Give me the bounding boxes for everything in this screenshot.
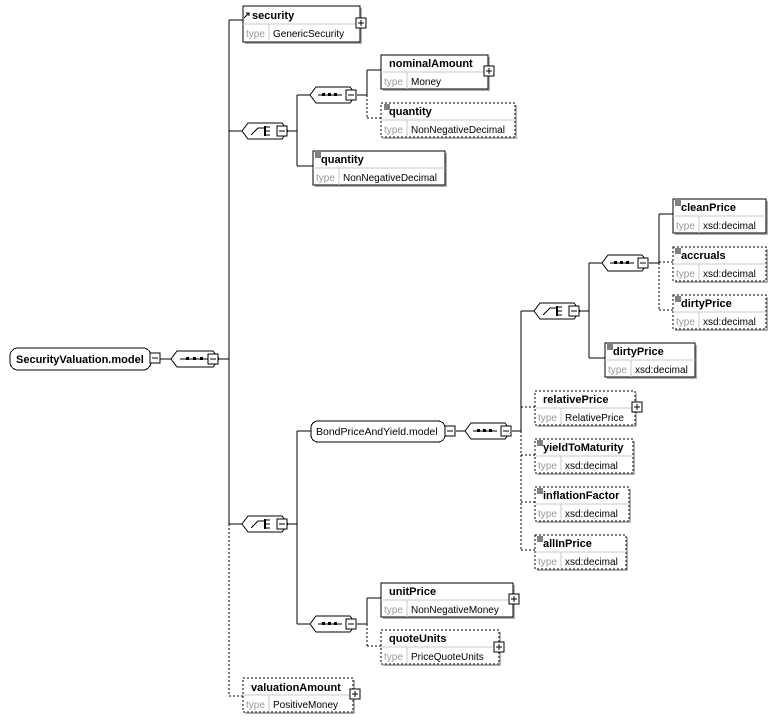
svg-text:type: type (676, 317, 695, 328)
svg-text:type: type (384, 125, 403, 136)
svg-text:type: type (384, 605, 403, 616)
expand-icon[interactable] (631, 401, 643, 413)
svg-text:type: type (246, 700, 265, 711)
expand-icon[interactable] (493, 641, 505, 653)
svg-text:xsd:decimal: xsd:decimal (703, 317, 756, 328)
svg-text:cleanPrice: cleanPrice (681, 202, 736, 214)
root-name: SecurityValuation.model (16, 354, 144, 366)
svg-text:PriceQuoteUnits: PriceQuoteUnits (411, 652, 484, 663)
choice-compositor-icon[interactable] (241, 515, 289, 533)
svg-text:inflationFactor: inflationFactor (543, 490, 620, 502)
sequence-compositor-icon[interactable] (170, 350, 220, 368)
sequence-compositor-icon[interactable] (464, 422, 512, 440)
connector-lines (160, 19, 673, 697)
element-quote-units[interactable]: quoteUnits type PriceQuoteUnits (380, 629, 501, 666)
svg-text:quantity: quantity (321, 154, 365, 166)
svg-text:quantity: quantity (389, 106, 433, 118)
expand-icon[interactable] (483, 65, 495, 77)
svg-text:type: type (676, 221, 695, 232)
svg-text:dirtyPrice: dirtyPrice (613, 346, 664, 358)
svg-text:NonNegativeDecimal: NonNegativeDecimal (343, 173, 437, 184)
svg-text:type: type (608, 365, 627, 376)
svg-text:PositiveMoney: PositiveMoney (273, 700, 338, 711)
choice-compositor-icon[interactable] (533, 302, 581, 320)
choice-compositor-icon[interactable] (241, 122, 289, 140)
svg-text:valuationAmount: valuationAmount (251, 682, 341, 694)
svg-text:xsd:decimal: xsd:decimal (703, 221, 756, 232)
expand-icon[interactable] (508, 593, 520, 605)
element-quantity-optional[interactable]: quantity type NonNegativeDecimal (380, 102, 517, 139)
element-dirty-price-optional[interactable]: dirtyPrice type xsd:decimal (672, 294, 768, 331)
svg-text:type: type (538, 509, 557, 520)
root-group-node[interactable]: SecurityValuation.model (9, 347, 152, 371)
element-accruals[interactable]: accruals type xsd:decimal (672, 246, 768, 283)
element-valuation-amount[interactable]: valuationAmount type PositiveMoney (242, 677, 355, 714)
element-nominal-amount[interactable]: nominalAmount type Money (380, 54, 490, 91)
svg-text:dirtyPrice: dirtyPrice (681, 298, 732, 310)
element-all-in-price[interactable]: allInPrice type xsd:decimal (534, 534, 628, 571)
svg-text:relativePrice: relativePrice (543, 394, 608, 406)
svg-text:GenericSecurity: GenericSecurity (273, 29, 344, 40)
element-inflation-factor[interactable]: inflationFactor type xsd:decimal (534, 486, 631, 523)
svg-text:RelativePrice: RelativePrice (565, 413, 624, 424)
svg-text:allInPrice: allInPrice (543, 538, 592, 550)
element-dirty-price[interactable]: dirtyPrice type xsd:decimal (604, 342, 697, 379)
svg-text:unitPrice: unitPrice (389, 586, 436, 598)
svg-text:xsd:decimal: xsd:decimal (703, 269, 756, 280)
element-security[interactable]: security type GenericSecurity (242, 5, 362, 44)
expand-icon[interactable] (355, 17, 367, 29)
svg-text:xsd:decimal: xsd:decimal (565, 509, 618, 520)
element-relative-price[interactable]: relativePrice type RelativePrice (534, 390, 637, 427)
element-quantity[interactable]: quantity type NonNegativeDecimal (312, 150, 447, 187)
svg-text:type: type (384, 77, 403, 88)
svg-text:type: type (538, 557, 557, 568)
svg-text:nominalAmount: nominalAmount (389, 58, 473, 70)
svg-text:type: type (316, 173, 335, 184)
element-yield-to-maturity[interactable]: yieldToMaturity type xsd:decimal (534, 438, 635, 475)
svg-text:type: type (538, 461, 557, 472)
svg-text:type: type (676, 269, 695, 280)
svg-text:type: type (384, 652, 403, 663)
element-clean-price[interactable]: cleanPrice type xsd:decimal (672, 198, 768, 235)
svg-text:xsd:decimal: xsd:decimal (565, 557, 618, 568)
svg-text:quoteUnits: quoteUnits (389, 633, 446, 645)
svg-text:type: type (246, 29, 265, 40)
svg-text:xsd:decimal: xsd:decimal (565, 461, 618, 472)
group-name: BondPriceAndYield.model (316, 426, 438, 438)
svg-text:NonNegativeMoney: NonNegativeMoney (411, 605, 499, 616)
svg-text:type: type (538, 413, 557, 424)
svg-text:accruals: accruals (681, 250, 726, 262)
group-node-bond-price-and-yield[interactable]: BondPriceAndYield.model (310, 420, 446, 443)
svg-text:security: security (252, 10, 295, 22)
sequence-compositor-icon[interactable] (309, 615, 357, 633)
svg-text:Money: Money (411, 77, 441, 88)
svg-text:NonNegativeDecimal: NonNegativeDecimal (411, 125, 505, 136)
element-unit-price[interactable]: unitPrice type NonNegativeMoney (380, 582, 515, 619)
svg-text:xsd:decimal: xsd:decimal (635, 365, 688, 376)
expand-icon[interactable] (349, 688, 361, 700)
svg-text:yieldToMaturity: yieldToMaturity (543, 442, 624, 454)
sequence-compositor-icon[interactable] (309, 86, 357, 104)
sequence-compositor-icon[interactable] (601, 254, 649, 272)
